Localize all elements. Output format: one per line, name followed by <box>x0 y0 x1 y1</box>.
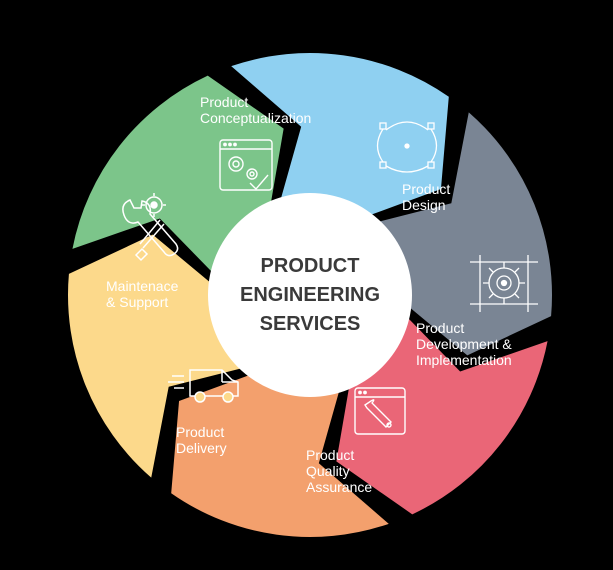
vector-path-icon <box>376 121 438 173</box>
delivery-van-icon <box>168 369 239 403</box>
segment-quality <box>171 372 389 537</box>
center-hub <box>208 193 412 397</box>
gears-window-icon <box>219 139 273 191</box>
gear-blueprint-icon <box>470 255 538 312</box>
segment-maintenance <box>72 75 284 277</box>
segment-conceptualization <box>231 52 449 218</box>
segment-delivery <box>68 234 248 478</box>
segment-development <box>336 313 548 515</box>
tools-icon <box>122 193 179 262</box>
center-title: PRODUCT ENGINEERING SERVICES <box>239 255 381 335</box>
segment-design <box>372 112 552 356</box>
wrench-window-icon <box>354 387 406 435</box>
